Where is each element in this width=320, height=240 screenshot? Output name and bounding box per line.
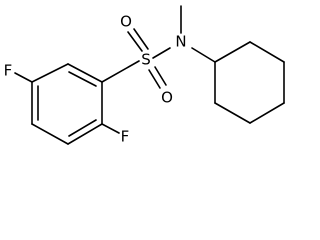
n-cyclohexyl-bond xyxy=(191,47,216,63)
oxygen-atom-top: O xyxy=(120,13,132,31)
fluorine-atom-top: F xyxy=(4,62,13,80)
sulfur-atom: S xyxy=(141,51,151,69)
ring-bond xyxy=(31,63,69,83)
nitrogen-atom: N xyxy=(175,33,186,51)
oxygen-atom-bottom: O xyxy=(161,89,173,107)
benzene-ring xyxy=(31,63,103,145)
ring-bond xyxy=(249,41,285,63)
structure-diagram: F F S O O N xyxy=(4,5,285,146)
s-o-double-bond-bottom xyxy=(148,69,161,89)
ring-bond xyxy=(67,63,103,83)
ring-double-bond xyxy=(68,71,97,87)
s-o-double-bond-top xyxy=(127,31,143,52)
molecule-canvas: F F S O O N xyxy=(3,5,285,146)
ring-bond xyxy=(249,102,285,124)
ring-bond xyxy=(214,102,251,124)
ring-bond xyxy=(31,123,69,145)
s-o-double-bond-top xyxy=(133,28,149,50)
fluorine-atom-bottom: F xyxy=(121,128,130,146)
c-s-bond xyxy=(101,60,140,83)
ring-double-bond xyxy=(68,119,97,137)
c-f-bond-bottom xyxy=(101,123,120,134)
s-o-double-bond-bottom xyxy=(154,66,167,86)
cyclohexane-ring xyxy=(214,41,285,124)
ring-bond xyxy=(214,41,251,63)
s-n-bond xyxy=(152,47,171,59)
c-f-bond-top xyxy=(14,72,33,83)
ring-bond xyxy=(67,123,103,145)
